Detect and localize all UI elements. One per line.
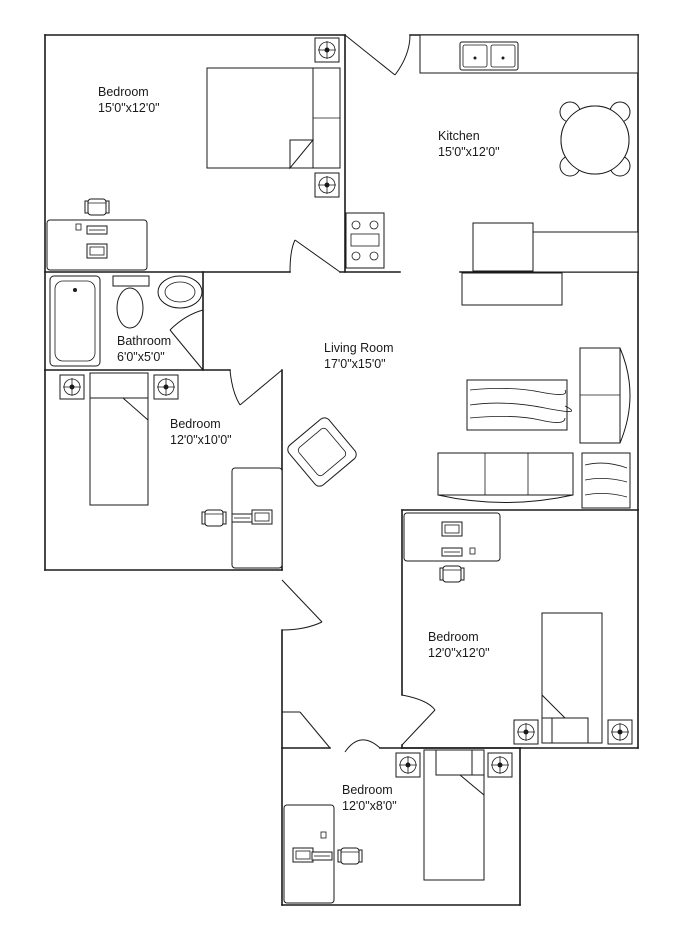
bedroom-bottom-furniture [283,749,513,904]
bedroom-mid-left-name: Bedroom [170,417,221,431]
bedroom-mid-left-size: 12'0"x10'0" [170,433,232,447]
living-room-furniture [437,347,631,509]
kitchen-furniture [345,34,639,306]
living-room-size: 17'0"x15'0" [324,357,386,371]
kitchen-size: 15'0"x12'0" [438,145,500,159]
bathroom-size: 6'0"x5'0" [117,350,165,364]
bedroom-bottom-name: Bedroom [342,783,393,797]
bathroom-fixtures [49,275,203,367]
kitchen-name: Kitchen [438,129,480,143]
bedroom-right-furniture [403,512,633,745]
doors [169,34,436,753]
bedroom-top-size: 15'0"x12'0" [98,101,160,115]
bedroom-right-size: 12'0"x12'0" [428,646,490,660]
bedroom-bottom-size: 12'0"x8'0" [342,799,397,813]
bedroom-right-name: Bedroom [428,630,479,644]
bathroom-name: Bathroom [117,334,171,348]
room-labels: Bedroom 15'0"x12'0" Kitchen 15'0"x12'0" … [98,85,500,813]
living-room-name: Living Room [324,341,393,355]
bedroom-top-name: Bedroom [98,85,149,99]
bedroom-top-furniture [46,37,341,271]
bedroom-mid-left-furniture [59,372,357,569]
walls [44,34,639,906]
